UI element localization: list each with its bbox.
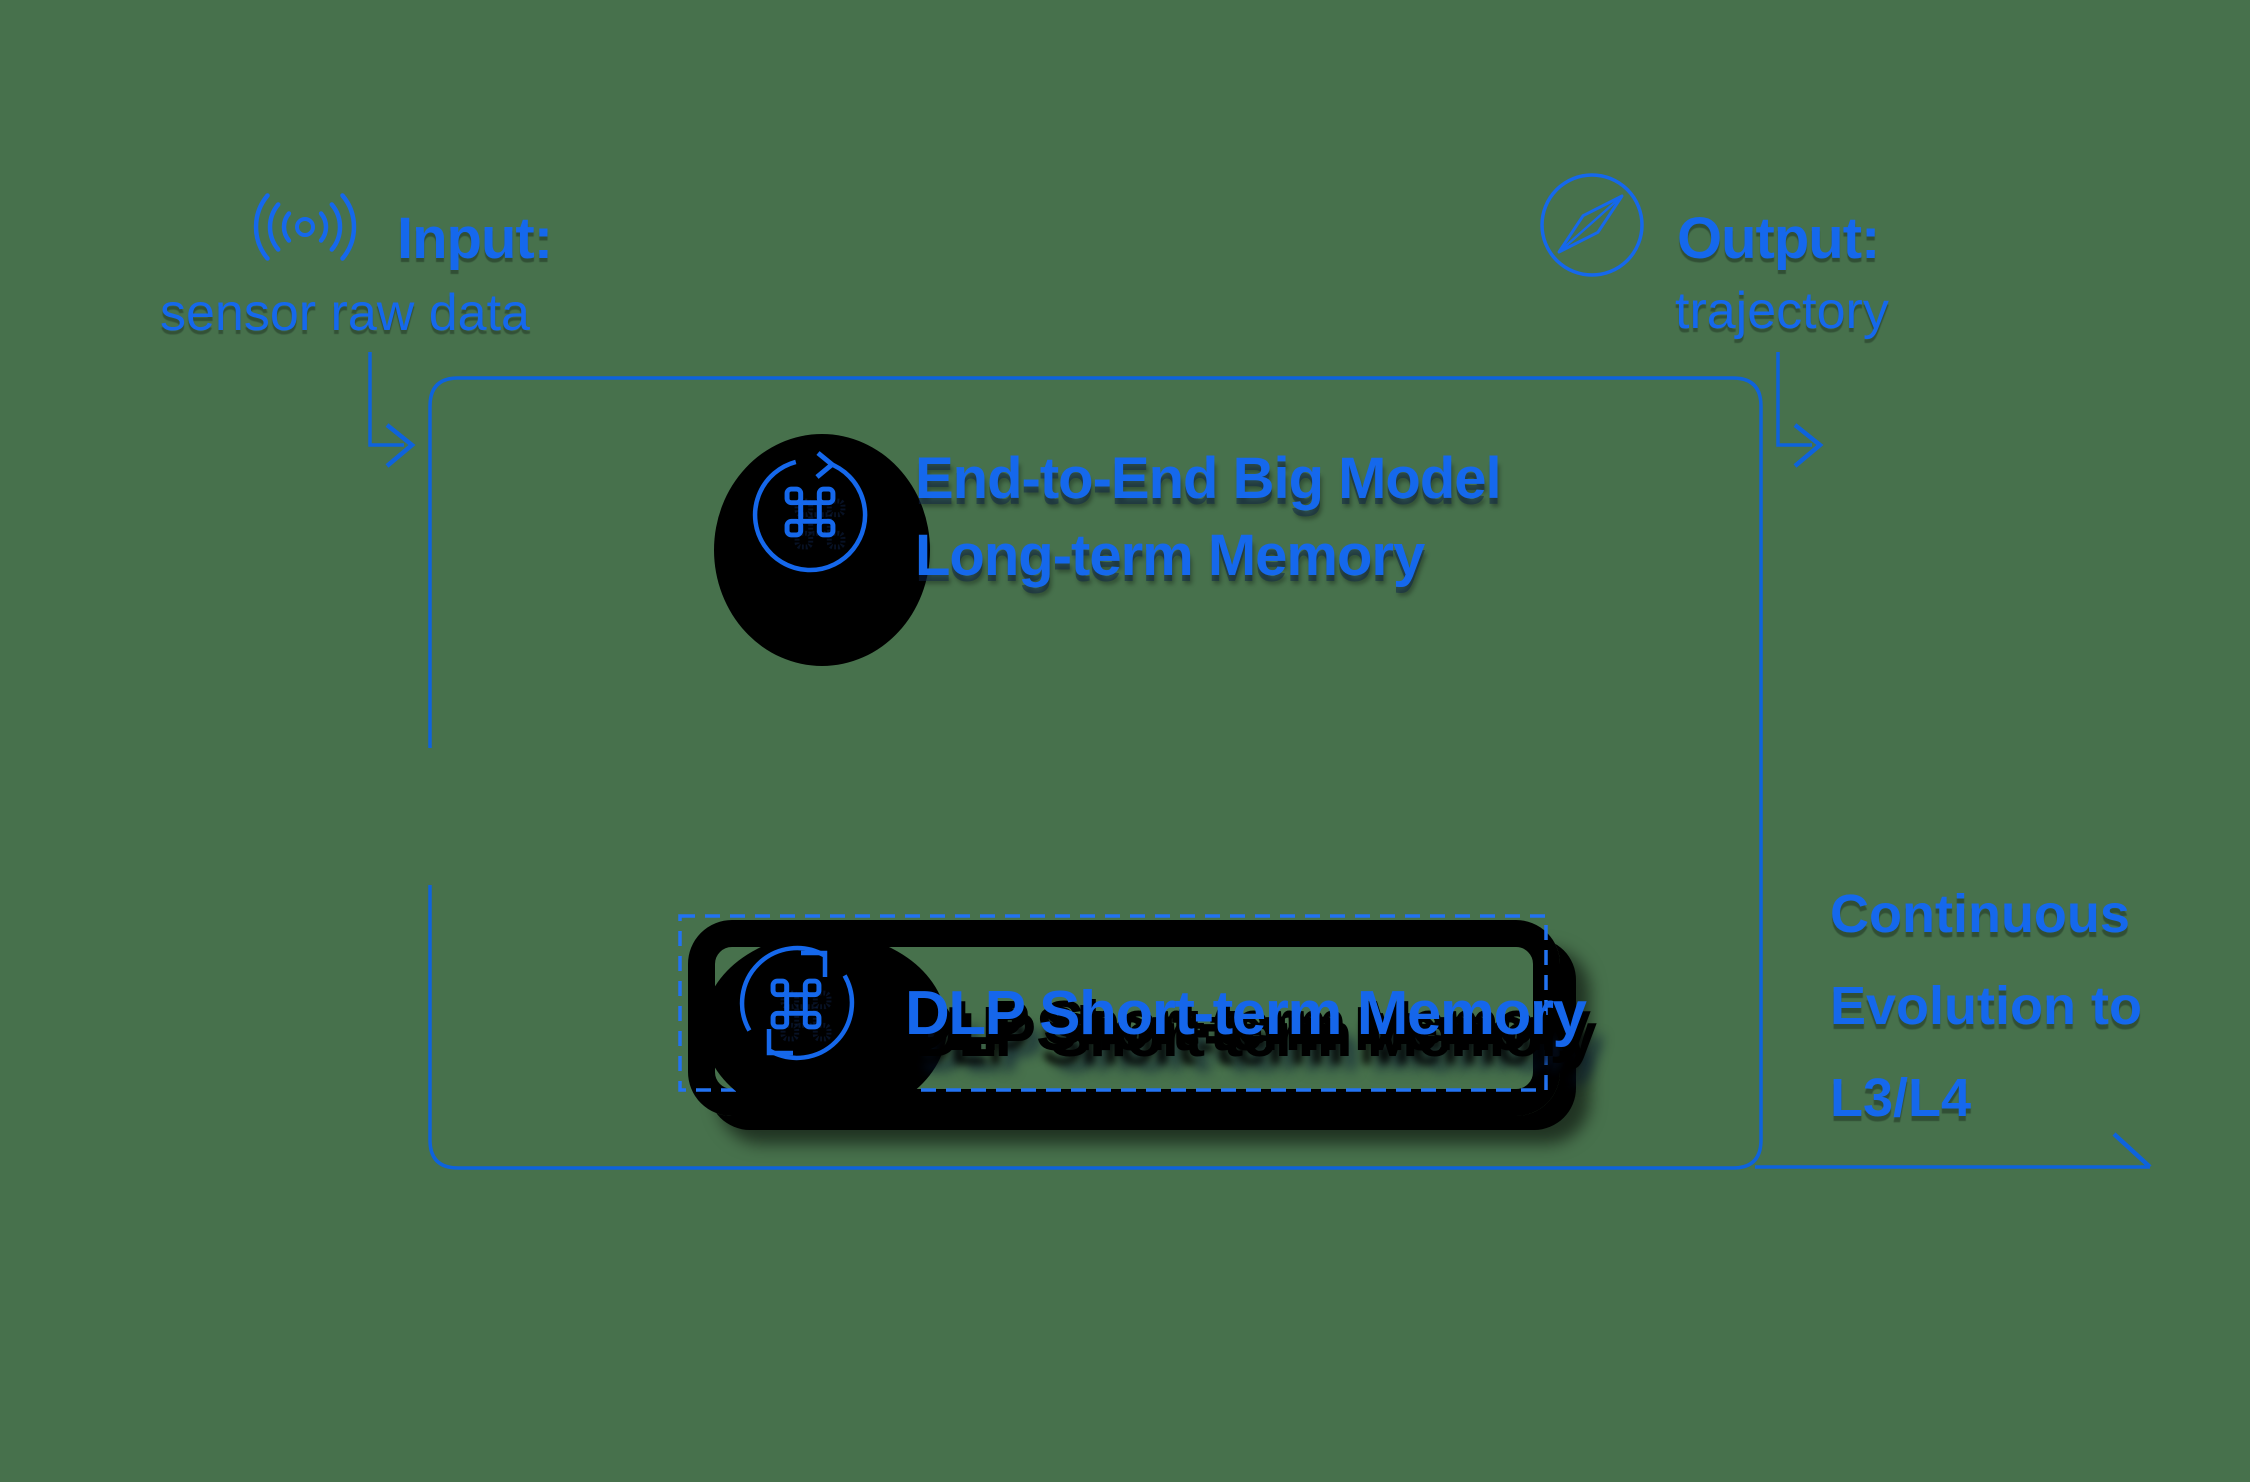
sensor-signal-icon	[253, 193, 357, 261]
main-box-border	[428, 376, 1763, 1170]
input-subtitle: sensor raw data	[160, 284, 530, 342]
compass-icon	[1540, 173, 1644, 277]
refresh-command-icon	[703, 933, 947, 1121]
dlp-box-label: DLP Short-term Memory	[905, 979, 1587, 1048]
output-arrow	[1776, 352, 1824, 468]
loop-command-icon	[714, 434, 930, 666]
command-symbol	[770, 978, 822, 1030]
dlp-dashed-border	[678, 914, 1548, 1092]
evolution-arrow	[1755, 1132, 2152, 1169]
icon-shadow-blob	[703, 933, 947, 1121]
main-box-title: End-to-End Big Model Long-term Memory	[915, 446, 1502, 588]
output-title: Output:	[1677, 206, 1880, 271]
input-arrow	[368, 352, 416, 468]
output-subtitle: trajectory	[1675, 282, 1889, 340]
side-note: Continuous Evolution to L3/L4	[1830, 884, 2142, 1128]
icon-shadow-blob	[714, 434, 930, 666]
command-symbol	[784, 486, 836, 538]
input-title: Input:	[397, 206, 553, 271]
